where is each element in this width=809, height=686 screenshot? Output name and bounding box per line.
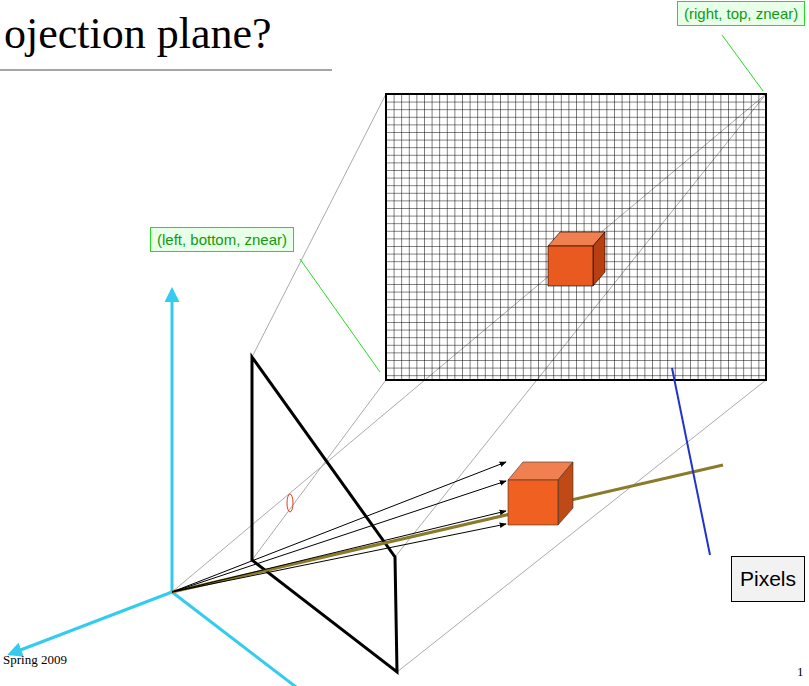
leader-line	[672, 368, 710, 555]
pixel-grid	[386, 94, 766, 380]
corner-label: (left, bottom, znear)	[150, 227, 294, 252]
pixel-ray-marker	[287, 494, 293, 512]
pixels-label: Pixels	[731, 556, 805, 602]
view-axis	[172, 465, 723, 592]
page-number: 1	[797, 664, 804, 680]
coordinate-axes	[10, 290, 300, 686]
projection-rays	[172, 462, 506, 592]
label-text: (left, bottom, znear)	[157, 231, 287, 248]
label-text: Pixels	[740, 567, 796, 591]
projected-cube	[548, 232, 605, 286]
leader-line	[300, 259, 380, 372]
leader-line	[722, 35, 763, 91]
footer-text: Spring 2009	[3, 652, 67, 668]
corner-label: (right, top, znear)	[677, 1, 805, 26]
near-plane	[252, 357, 397, 672]
title-rule	[0, 69, 332, 71]
slide-title: ojection plane?	[4, 8, 272, 59]
label-text: (right, top, znear)	[684, 5, 798, 22]
frustum-lines	[172, 94, 766, 672]
scene-cube	[508, 462, 573, 525]
